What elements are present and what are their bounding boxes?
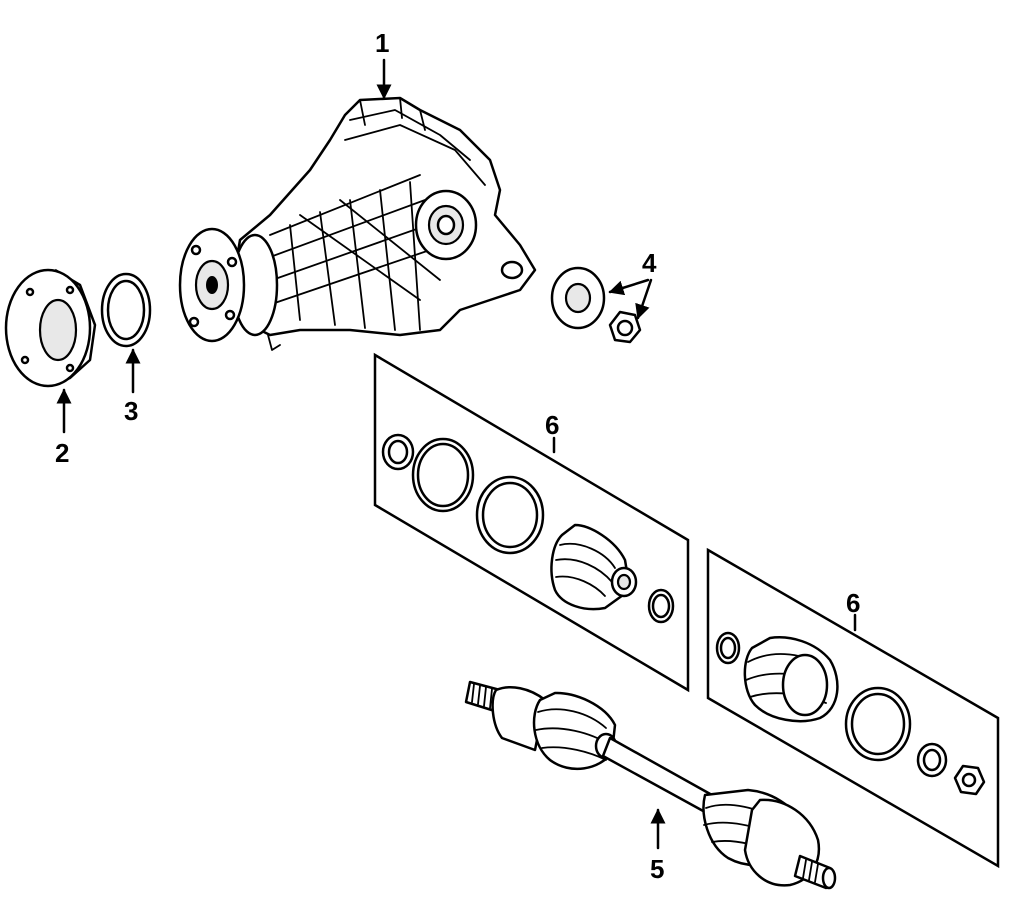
- companion-flange: [4, 268, 97, 388]
- callout-arrows: [56, 58, 857, 850]
- callout-5: 5: [650, 854, 664, 884]
- callout-6-lower: 6: [846, 588, 860, 618]
- callout-6-upper: 6: [545, 410, 559, 440]
- callout-3: 3: [124, 396, 138, 426]
- axle-shaft: [464, 680, 837, 890]
- output-nut: [608, 310, 642, 344]
- differential-assembly: [178, 96, 537, 351]
- boot-kit-panel-upper: [373, 352, 690, 693]
- seal-ring: [100, 272, 152, 348]
- boot-kit-panel-lower: [706, 547, 1000, 869]
- callout-4: 4: [642, 248, 657, 278]
- callout-1: 1: [375, 28, 389, 58]
- output-seal: [550, 266, 606, 330]
- callout-2: 2: [55, 438, 69, 468]
